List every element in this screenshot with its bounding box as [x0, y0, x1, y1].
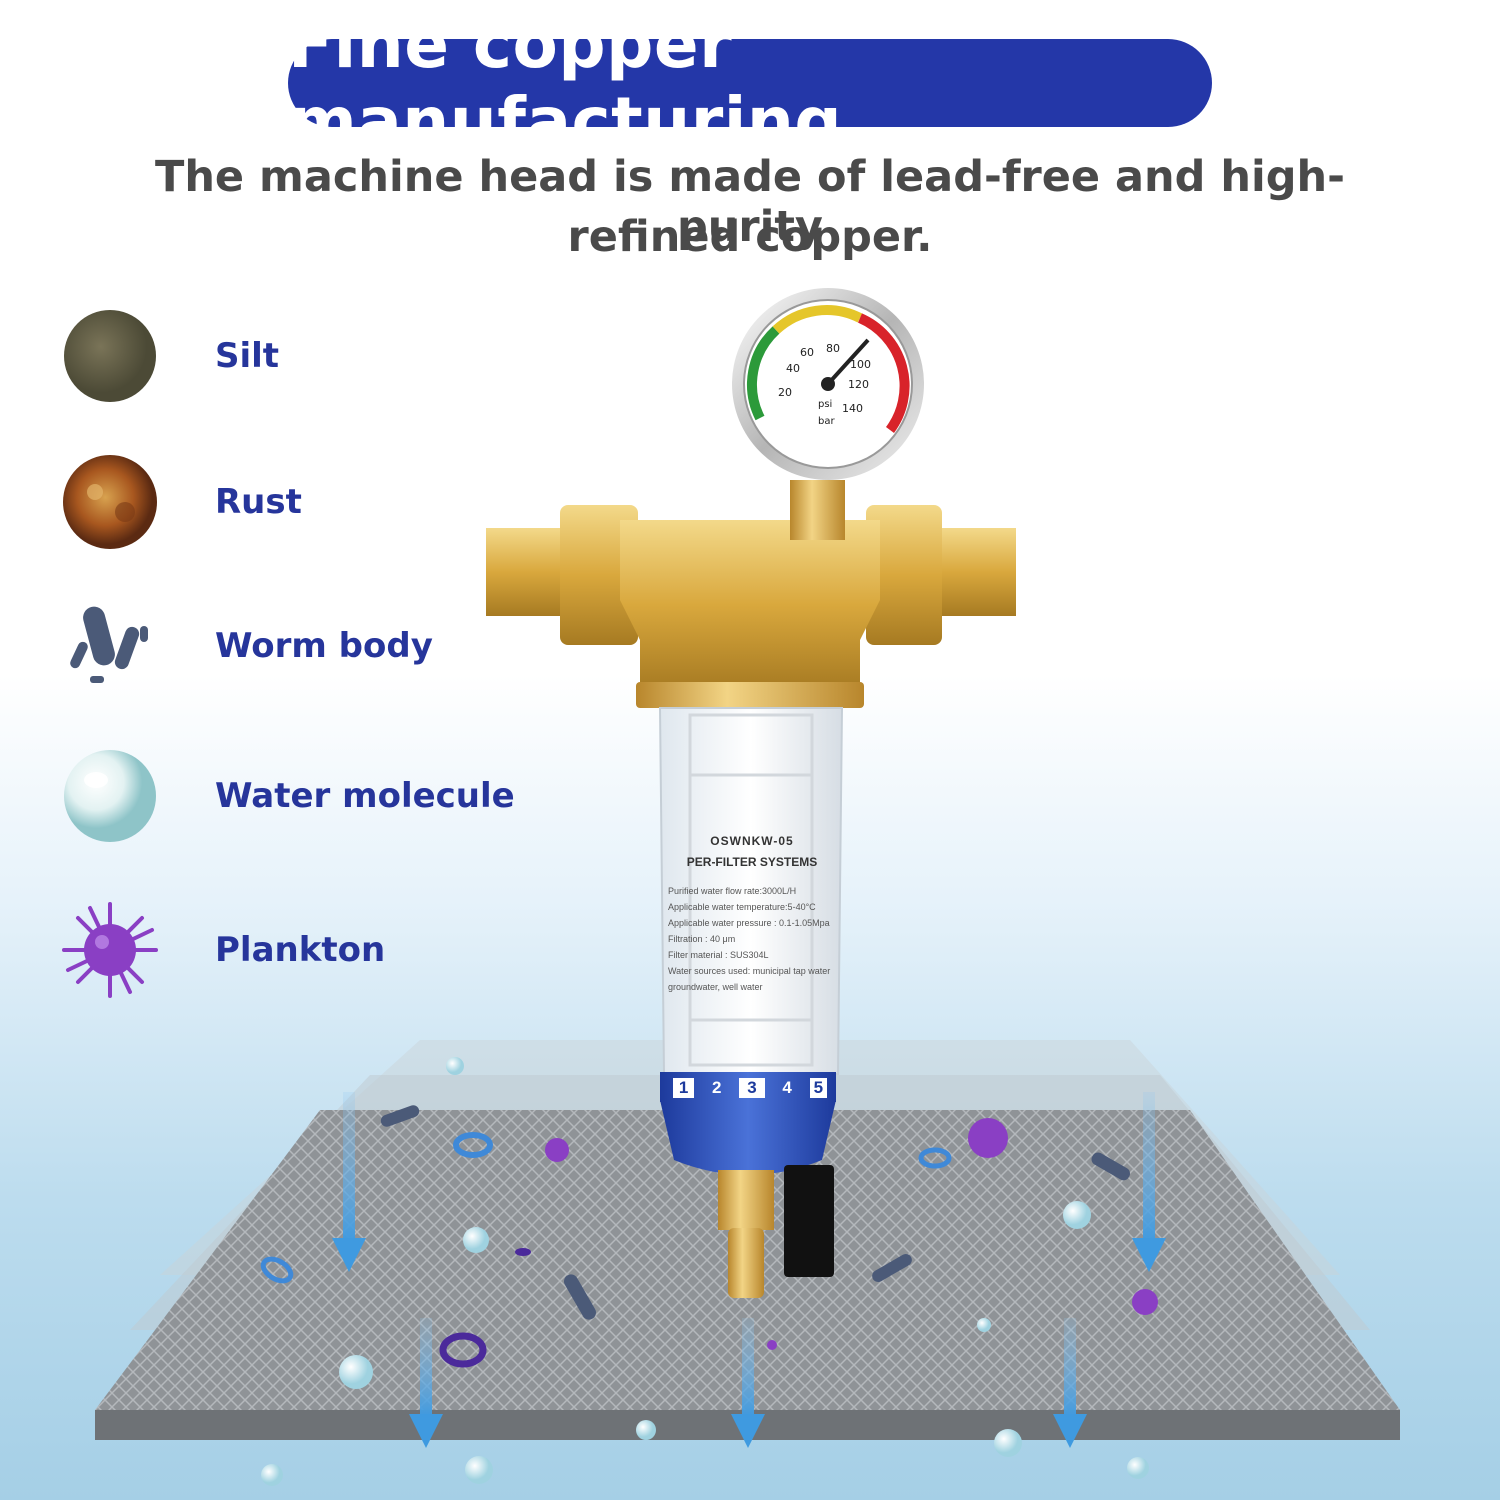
water-molecule-icon	[64, 750, 156, 842]
contaminant-label: Water molecule	[215, 776, 515, 816]
contaminant-item-water-molecule: Water molecule	[60, 746, 560, 846]
plankton-icon	[62, 902, 158, 998]
contaminant-item-rust: Rust	[60, 452, 560, 552]
rust-icon	[63, 455, 157, 549]
contaminant-item-silt: Silt	[60, 306, 560, 406]
subtitle-line-1: The machine head is made of lead-free an…	[154, 152, 1346, 252]
contaminant-label: Worm body	[215, 626, 433, 666]
contaminant-item-worm: Worm body	[60, 596, 560, 696]
pressure-gauge	[732, 288, 924, 480]
flow-arrows	[332, 1092, 1166, 1448]
floating-particles	[260, 1057, 1158, 1486]
contaminant-label: Rust	[215, 482, 302, 522]
silt-icon	[64, 310, 156, 402]
title-banner: Fine copper manufacturing	[288, 6, 1212, 160]
contaminant-item-plankton: Plankton	[60, 900, 560, 1000]
clear-filter-bowl	[658, 707, 844, 1075]
subtitle-line-2: refined copper.	[567, 212, 933, 262]
outlet-connector	[866, 505, 1016, 645]
gauge-stem	[790, 480, 845, 540]
inlet-connector	[486, 505, 638, 645]
contaminant-label: Plankton	[215, 930, 386, 970]
brass-head	[620, 520, 880, 690]
worm-icon	[70, 606, 148, 683]
page-title: Fine copper manufacturing	[288, 6, 843, 160]
contaminant-label: Silt	[215, 336, 280, 376]
